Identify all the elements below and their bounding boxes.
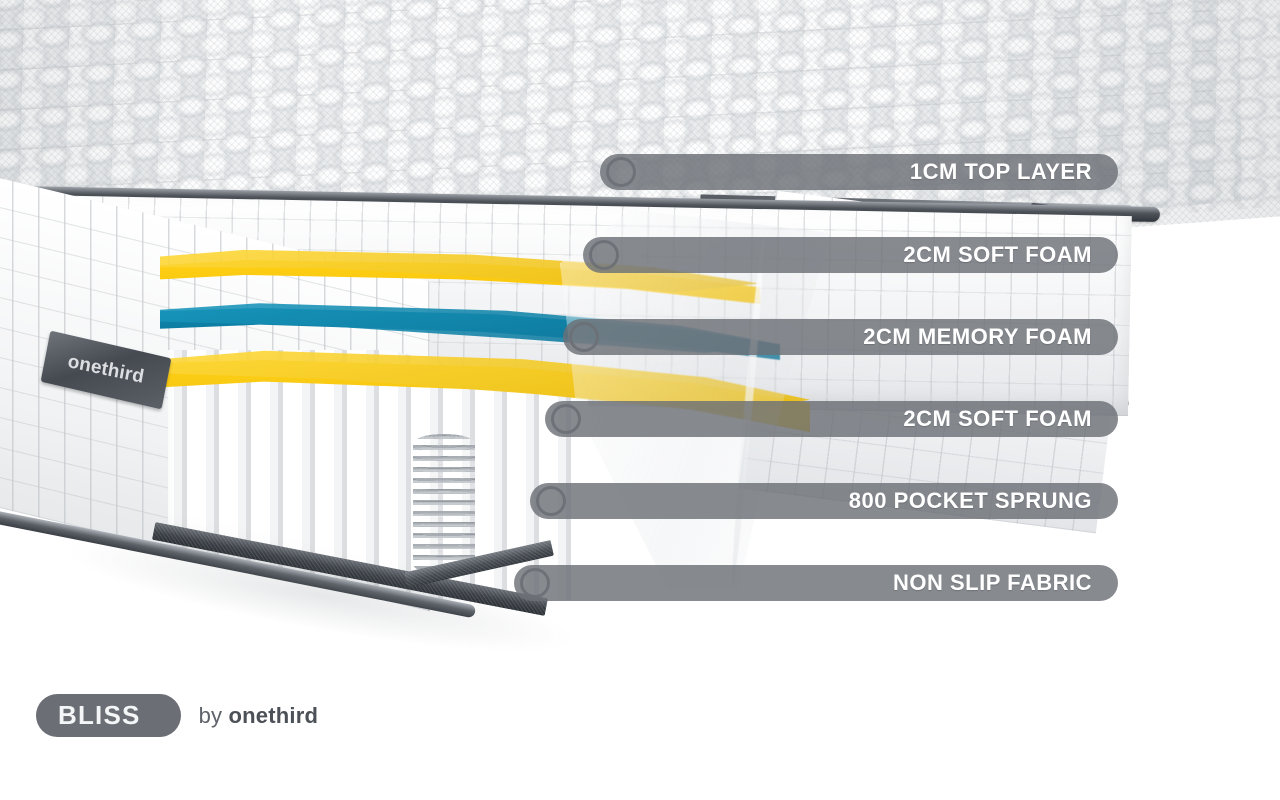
brand-by-prefix: by bbox=[198, 702, 223, 728]
callout-memory-foam[interactable]: 2CM MEMORY FOAM bbox=[563, 319, 1118, 355]
callout-dot-icon bbox=[589, 240, 619, 270]
callout-dot-icon bbox=[520, 568, 550, 598]
callout-label: NON SLIP FABRIC bbox=[892, 570, 1092, 595]
mattress-brand-tag-label: onethird bbox=[66, 351, 146, 388]
callout-soft-foam-1[interactable]: 2CM SOFT FOAM bbox=[583, 237, 1118, 273]
spring-coil-icon bbox=[413, 434, 475, 574]
callout-dot-icon bbox=[551, 404, 581, 434]
callout-dot-icon bbox=[606, 157, 636, 187]
callout-top-layer[interactable]: 1CM TOP LAYER bbox=[600, 154, 1118, 190]
callout-dot-icon bbox=[569, 322, 599, 352]
brand-name: onethird bbox=[228, 702, 319, 728]
brand-lockup: BLISS by onethird bbox=[36, 694, 318, 737]
callout-label: 1CM TOP LAYER bbox=[909, 159, 1092, 184]
brand-pill: BLISS bbox=[36, 694, 181, 737]
callout-pocket-sprung[interactable]: 800 POCKET SPRUNG bbox=[530, 483, 1118, 519]
callout-label: 2CM MEMORY FOAM bbox=[863, 324, 1092, 349]
callout-dot-icon bbox=[536, 486, 566, 516]
callout-soft-foam-2[interactable]: 2CM SOFT FOAM bbox=[545, 401, 1118, 437]
callout-label: 2CM SOFT FOAM bbox=[903, 242, 1092, 267]
callout-non-slip-fabric[interactable]: NON SLIP FABRIC bbox=[514, 565, 1118, 601]
callout-label: 2CM SOFT FOAM bbox=[903, 406, 1092, 431]
callout-label: 800 POCKET SPRUNG bbox=[848, 488, 1092, 513]
brand-byline: by onethird bbox=[199, 703, 319, 729]
